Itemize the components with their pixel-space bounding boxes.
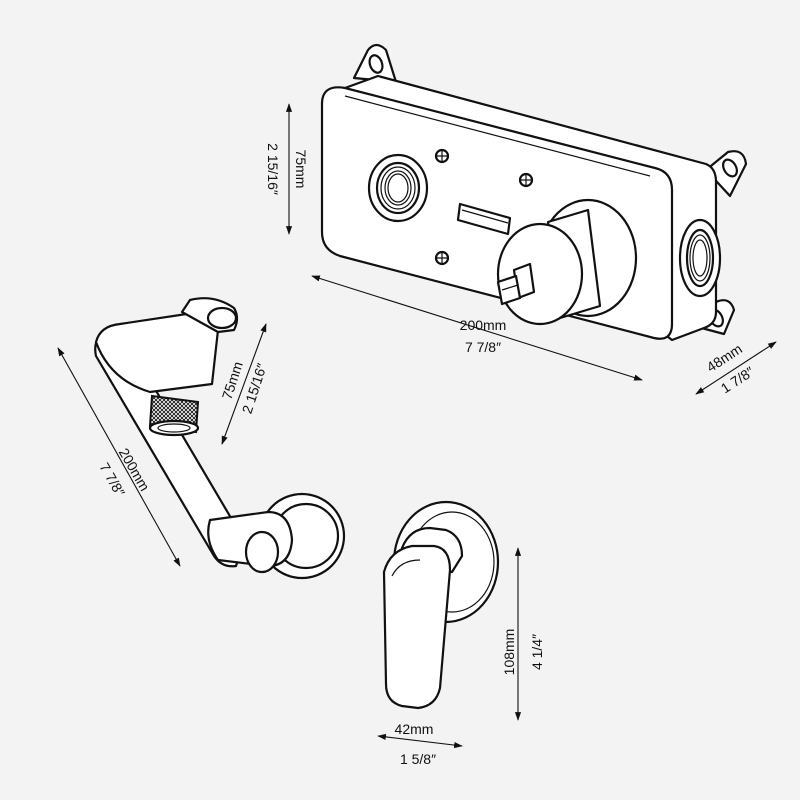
- box-depth-imperial: 1 7/8″: [718, 363, 757, 396]
- handle-lever: [382, 544, 452, 710]
- spout-height-metric: 75mm: [219, 359, 246, 401]
- dim-box-depth: 48mm 1 7/8″: [695, 341, 777, 396]
- box-height-metric: 75mm: [293, 150, 309, 189]
- left-inlet: [367, 153, 429, 223]
- dim-box-height: 75mm 2 15/16″: [265, 103, 309, 235]
- aerator: [148, 394, 200, 437]
- box-width-metric: 200mm: [460, 317, 507, 333]
- dim-spout-height: 75mm 2 15/16″: [219, 323, 270, 445]
- screw-2: [518, 172, 534, 188]
- box-width-imperial: 7 7/8″: [465, 339, 501, 355]
- right-outlet: [678, 218, 722, 298]
- dim-handle-height: 108mm 4 1/4″: [501, 547, 545, 721]
- handle-width-metric: 42mm: [395, 721, 434, 737]
- ear-hole: [722, 158, 738, 178]
- handle: [382, 500, 500, 710]
- screw-3: [434, 250, 450, 266]
- spout: [94, 297, 346, 580]
- box-height-imperial: 2 15/16″: [265, 143, 281, 195]
- handle-width-imperial: 1 5/8″: [400, 751, 436, 767]
- handle-height-metric: 108mm: [501, 629, 517, 676]
- handle-height-imperial: 4 1/4″: [529, 634, 545, 670]
- elbow-cap: [244, 530, 280, 574]
- dim-box-width: 200mm 7 7/8″: [311, 275, 643, 381]
- ear-hole: [368, 54, 384, 74]
- screw-1: [434, 148, 450, 164]
- dim-handle-width: 42mm 1 5/8″: [377, 721, 463, 767]
- box-rim: [344, 95, 651, 177]
- label-slot: [456, 202, 512, 236]
- mounting-box: [320, 43, 748, 342]
